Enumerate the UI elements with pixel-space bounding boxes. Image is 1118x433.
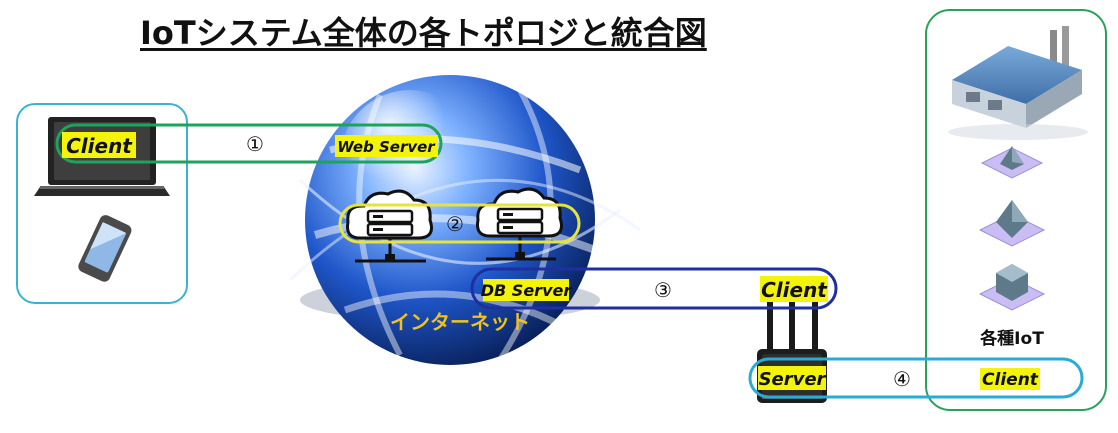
- label-highlight: [760, 276, 828, 302]
- cloud-server-icon: [346, 189, 433, 263]
- page-title: IoTシステム全体の各トポロジと統合図: [140, 14, 707, 52]
- client-devices-box: [16, 103, 188, 304]
- connection-3-outline: [470, 267, 838, 310]
- label-highlight: [335, 135, 438, 157]
- iot-devices-label: 各種IoT: [979, 328, 1044, 349]
- internet-label: インターネット: [390, 310, 530, 334]
- server-label: Server: [759, 369, 827, 390]
- iot-sensor-icon: [978, 200, 1046, 247]
- iot-sensor-icon: [980, 146, 1044, 179]
- label-highlight: [62, 132, 136, 158]
- client-label: Client: [761, 278, 828, 302]
- connection-2-outline: [338, 203, 581, 244]
- iot-sensor-icon: [978, 264, 1046, 311]
- connection-number: ②: [446, 212, 464, 236]
- web-server-label: Web Server: [337, 138, 436, 156]
- connection-1-outline: [55, 123, 443, 164]
- label-highlight: [483, 279, 569, 301]
- client-label: Client: [982, 370, 1039, 390]
- client-label: Client: [66, 134, 133, 158]
- factory-icon: [948, 26, 1088, 140]
- connection-number: ④: [893, 367, 911, 391]
- cloud-server-icon: [476, 187, 563, 261]
- connection-4-outline: [748, 357, 1084, 399]
- iot-devices-box: [925, 9, 1107, 411]
- smartphone-icon: [78, 215, 132, 282]
- label-highlight: [758, 366, 826, 390]
- db-server-label: DB Server: [481, 281, 573, 300]
- label-highlight: [980, 368, 1040, 390]
- connection-number: ③: [654, 278, 672, 302]
- connection-number: ①: [246, 132, 264, 156]
